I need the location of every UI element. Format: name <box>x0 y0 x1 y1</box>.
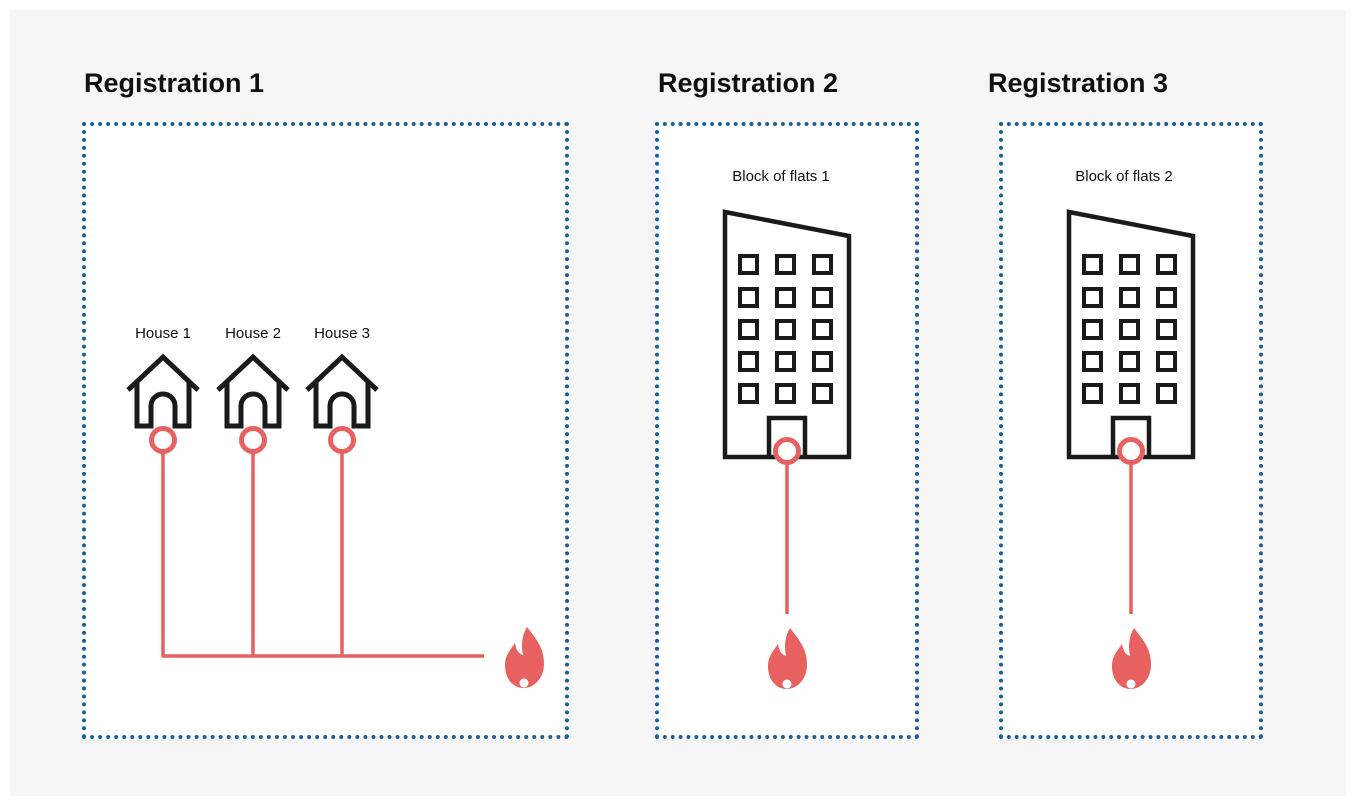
house-1-label: House 1 <box>135 325 191 342</box>
connection-point-icon <box>239 426 267 454</box>
apartment-building-icon <box>725 212 849 457</box>
house-icon <box>218 357 288 426</box>
flame-icon <box>505 627 544 688</box>
gas-line <box>161 452 484 658</box>
house-3-label: House 3 <box>314 325 370 342</box>
connection-point-icon <box>328 426 356 454</box>
flame-icon <box>1112 628 1151 689</box>
registration-2-title: Registration 2 <box>658 68 839 98</box>
house-icon <box>128 357 198 426</box>
block-of-flats-2-label: Block of flats 2 <box>1075 168 1173 185</box>
connection-point-icon <box>773 437 801 465</box>
flame-icon <box>768 628 807 689</box>
house-2-label: House 2 <box>225 325 281 342</box>
registration-3-title: Registration 3 <box>988 68 1169 98</box>
registration-1-title: Registration 1 <box>84 68 265 98</box>
connection-point-icon <box>149 426 177 454</box>
connection-point-icon <box>1117 437 1145 465</box>
house-icon <box>307 357 377 426</box>
registration-1-gas-network <box>161 452 484 658</box>
block-of-flats-1-label: Block of flats 1 <box>732 168 830 185</box>
apartment-building-icon <box>1069 212 1193 457</box>
